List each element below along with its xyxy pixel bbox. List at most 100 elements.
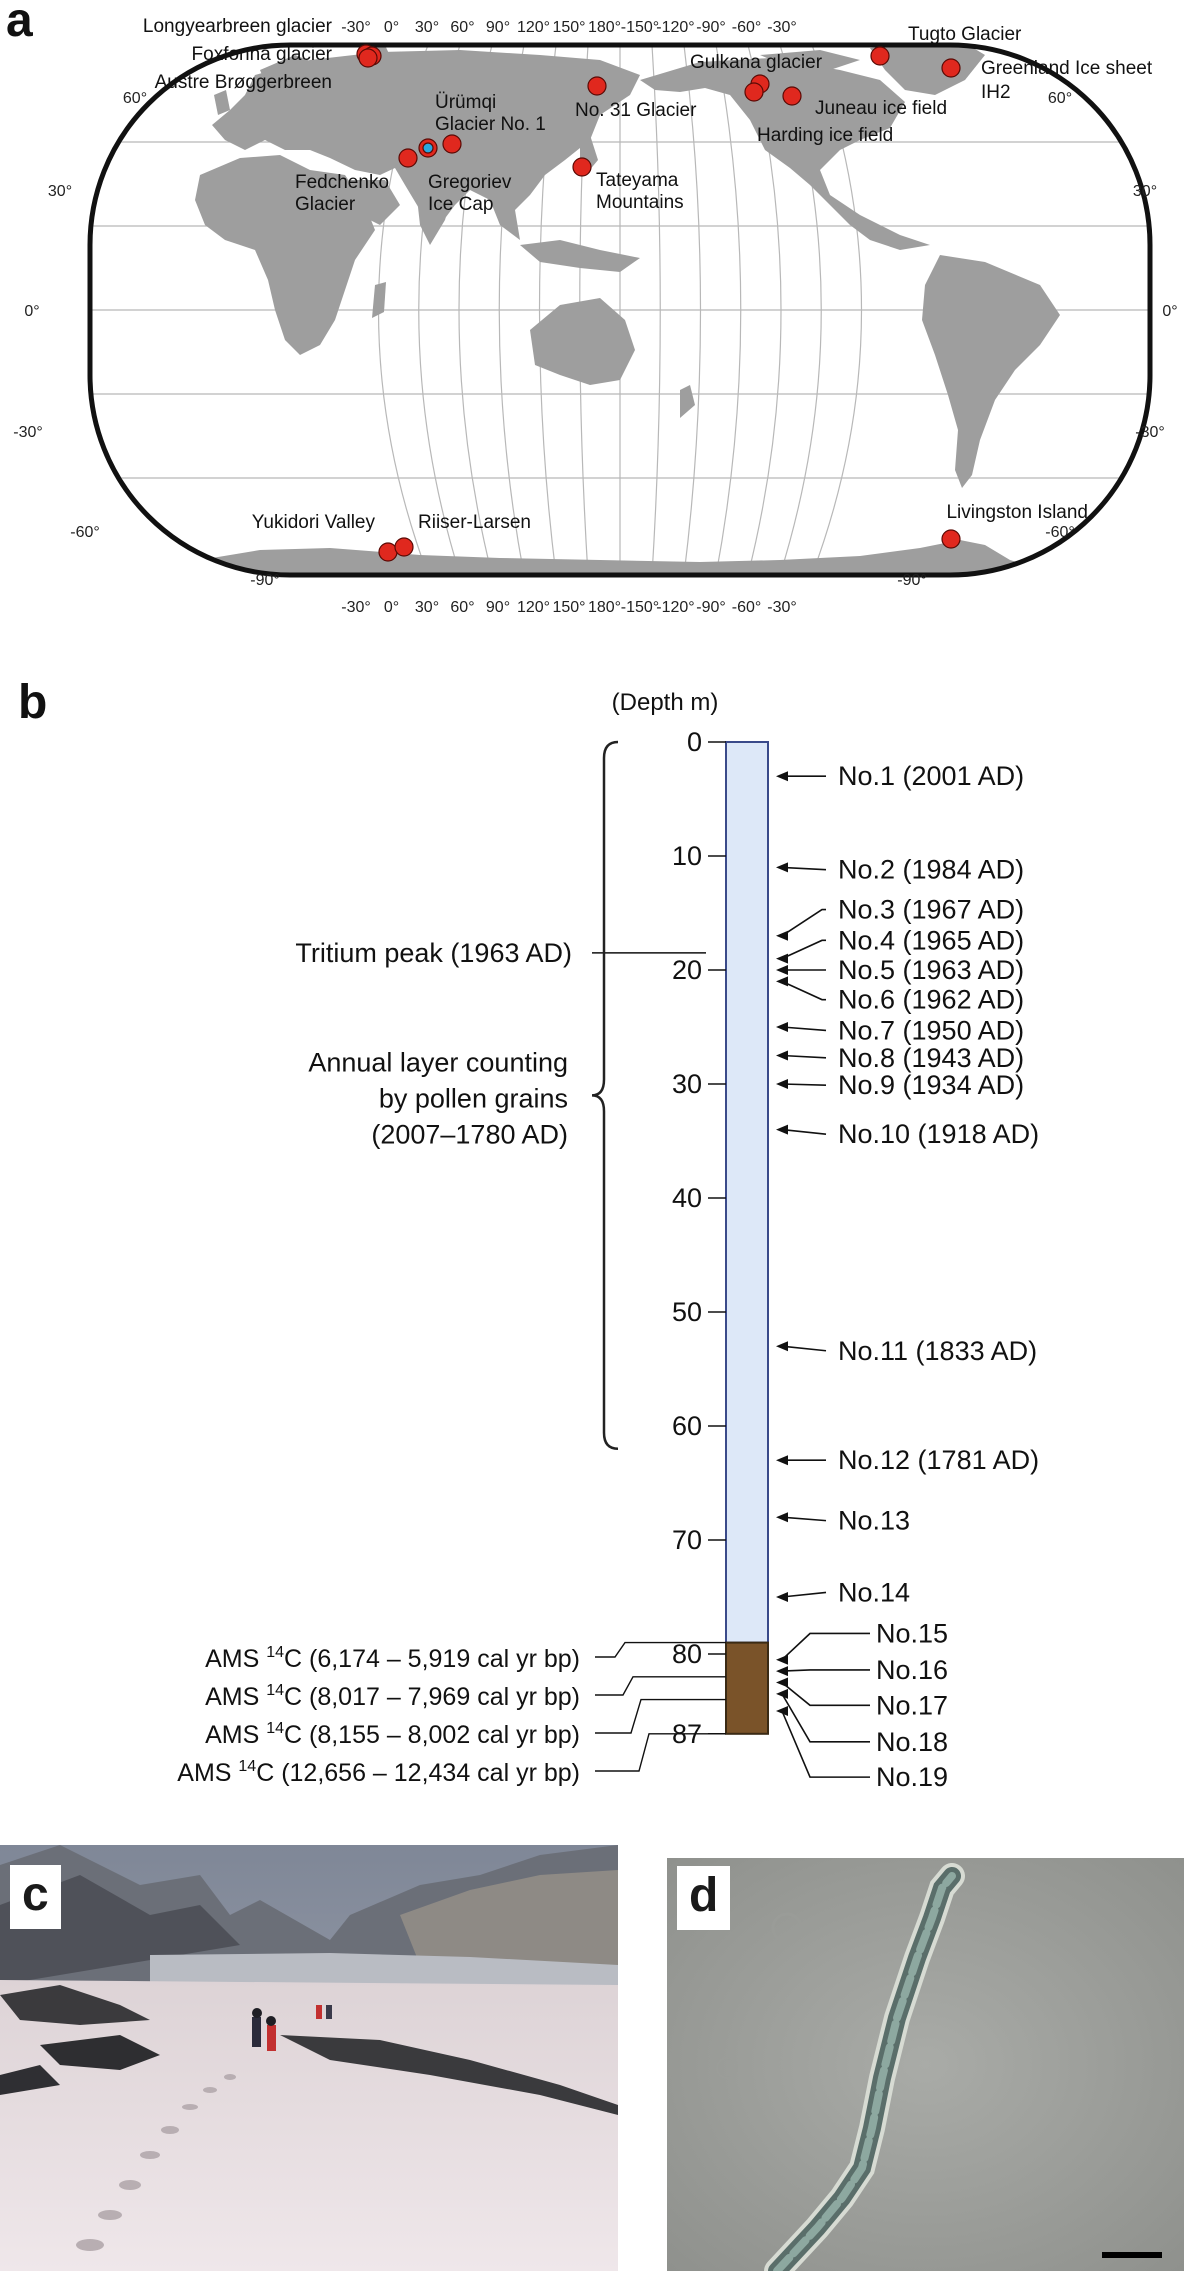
land-se-asia-islands [520,240,640,272]
depth-tick-label: 60 [672,1411,702,1441]
lat-tick-label-right: 30° [1133,183,1157,200]
sample-label: No.13 [838,1506,910,1536]
marker-yukidori [378,542,398,562]
lon-tick-label-top: 0° [384,19,399,36]
sample-arrow-line [781,1693,870,1743]
sample-arrowhead [776,1654,788,1665]
label-gregoriev-2: Ice Cap [428,194,493,215]
marker-livingston [941,529,961,549]
lon-tick-label-top: 120° [517,19,550,36]
sample-arrow-line [781,1128,827,1135]
label-tateyama-2: Mountains [596,192,684,213]
sample-arrowhead [776,1124,788,1135]
lon-tick-label-bottom: -90° [696,599,726,616]
lat-tick-label-right: 60° [1048,90,1072,107]
lon-tick-label-top: 90° [486,19,510,36]
lon-tick-label-top: -120° [656,19,694,36]
lat-tick-label-left: 0° [24,303,39,320]
sample-arrow-line [781,1345,827,1352]
lon-tick-label-bottom: 150° [552,599,585,616]
lat-tick-label-left: -90° [250,572,280,589]
ams-leader [595,1641,726,1658]
sample-label: No.15 [876,1618,948,1648]
label-greenland-2: IH2 [981,82,1011,103]
land-south-america [922,255,1060,488]
sample-arrowhead [776,1688,788,1699]
depth-tick-label: 70 [672,1525,702,1555]
lon-tick-label-top: -90° [696,19,726,36]
sample-arrow-line [781,939,826,960]
marker-tugto [870,46,890,66]
land-madagascar [372,282,386,318]
sample-label: No.18 [876,1727,948,1757]
panel-label-a: a [6,0,33,47]
label-greenland-1: Greenland Ice sheet [981,58,1153,79]
lat-tick-label-left: -30° [13,424,43,441]
sample-arrow-line [781,1681,870,1707]
land-new-zealand [680,385,695,418]
sample-arrow-line [781,1710,870,1778]
lat-tick-label-right: -90° [897,572,927,589]
ice-section [725,741,769,1644]
sample-arrow-line [781,980,826,1001]
sample-label: No.12 (1781 AD) [838,1445,1039,1475]
lon-tick-label-bottom: 60° [450,599,474,616]
lon-tick-label-top: -150° [621,19,659,36]
depth-tick-label: 0 [687,727,702,757]
sample-arrowhead [776,862,788,873]
lon-tick-label-bottom: 180° [588,599,621,616]
meridian-line [651,45,661,575]
tritium-label: Tritium peak (1963 AD) [295,938,572,968]
label-tateyama-1: Tateyama [596,170,679,191]
sample-arrowhead [776,771,788,782]
sample-arrowhead [776,1666,788,1677]
label-livingston: Livingston Island [946,502,1088,523]
sample-label: No.17 [876,1690,948,1720]
ams-label: AMS 14C (12,656 – 12,434 cal yr bp) [177,1758,580,1787]
sample-arrowhead [776,1022,788,1032]
sample-label: No.6 (1962 AD) [838,985,1024,1015]
marker-riiser [394,537,414,557]
lon-tick-label-bottom: -120° [656,599,694,616]
panel-label-d: d [677,1866,731,1930]
meridian-line [683,45,702,575]
lon-tick-label-top: -30° [341,19,371,36]
lat-tick-label-right: -30° [1135,424,1165,441]
label-urumqi-2: Glacier No. 1 [435,114,546,135]
lon-labels-bottom: -30°0°30°60°90°120°150°180°-150°-120°-90… [341,599,797,616]
sample-arrowhead [776,1079,788,1089]
sample-arrow-line [781,1669,870,1672]
microscope-photo-scene [667,1858,1184,2271]
marker-tateyama [572,157,592,177]
lon-tick-label-bottom: -30° [767,599,797,616]
lat-labels-right: 60°30°0°-30°-60°-90° [897,90,1177,589]
annual-layer-label-line: by pollen grains [379,1083,568,1113]
ams-label: AMS 14C (6,174 – 5,919 cal yr bp) [205,1644,580,1673]
sample-arrowhead [776,953,788,964]
lon-tick-label-bottom: 30° [415,599,439,616]
label-urumqi-1: Ürümqi [435,92,496,113]
lat-tick-label-right: -60° [1045,524,1075,541]
label-yukidori: Yukidori Valley [252,512,376,533]
sample-arrow-line [781,1632,870,1661]
marker-fedchenko [398,148,418,168]
lon-tick-label-bottom: -150° [621,599,659,616]
depth-tick-label: 10 [672,841,702,871]
label-harding: Harding ice field [757,125,893,146]
marker-gregoriev-inner [422,142,434,154]
scale-bar [1102,2252,1162,2258]
ams-leader [595,1676,726,1696]
depth-tick-label: 50 [672,1297,702,1327]
marker-juneau [782,86,802,106]
sample-arrow-line [781,1054,827,1059]
sample-label: No.2 (1984 AD) [838,855,1024,885]
label-juneau: Juneau ice field [815,98,947,119]
lon-tick-label-bottom: 90° [486,599,510,616]
sample-label: No.16 [876,1655,948,1685]
sample-arrowhead [776,1677,788,1688]
panel-label-b: b [18,676,47,729]
depth-tick-label: 20 [672,955,702,985]
